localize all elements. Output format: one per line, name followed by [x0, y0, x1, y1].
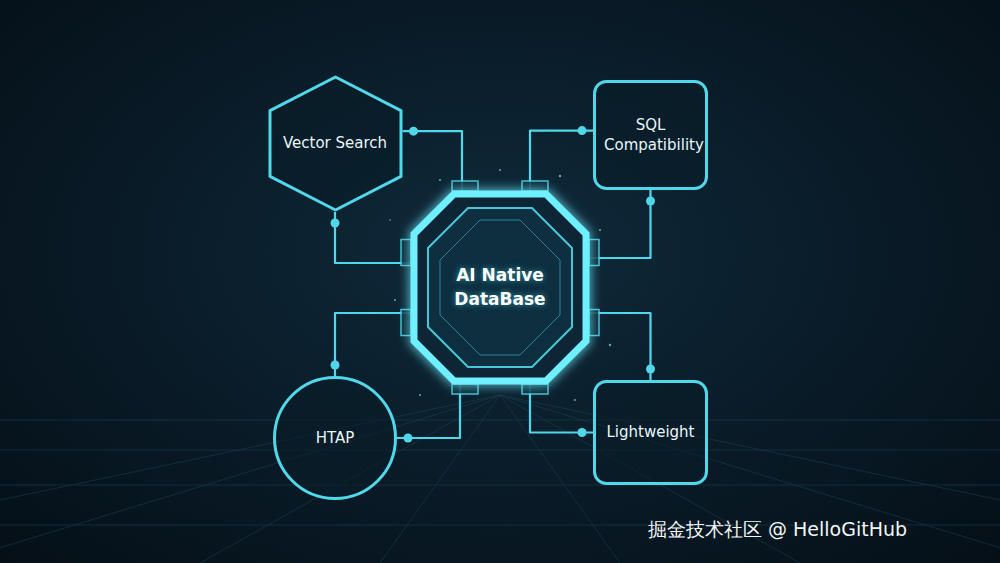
- chip-outline: [410, 190, 590, 385]
- circle-node: HTAP: [273, 376, 397, 500]
- rounded-box: SQL Compatibility: [593, 80, 708, 190]
- connector-dot: [331, 361, 340, 370]
- rrect-outline: [593, 80, 708, 190]
- node-label: Lightweight: [606, 422, 694, 442]
- chip-core: AI Native DataBase: [410, 190, 590, 385]
- connector-dot: [578, 428, 587, 437]
- node-label: HTAP: [316, 428, 355, 448]
- connector-dot: [331, 219, 340, 228]
- node-label: SQL Compatibility: [604, 115, 697, 156]
- watermark: 掘金技术社区 @ HelloGitHub: [648, 517, 907, 543]
- connector-dot: [409, 127, 418, 136]
- rounded-box: Lightweight: [593, 380, 708, 485]
- connector-dot: [404, 434, 413, 443]
- connector-dot: [646, 365, 655, 374]
- hexagon-node: Vector Search: [268, 75, 403, 212]
- node-label: Vector Search: [283, 133, 387, 153]
- connector-line: [397, 381, 460, 438]
- connector-dot: [578, 126, 587, 135]
- connector-dot: [646, 197, 655, 206]
- node-label: AI Native DataBase: [445, 264, 555, 312]
